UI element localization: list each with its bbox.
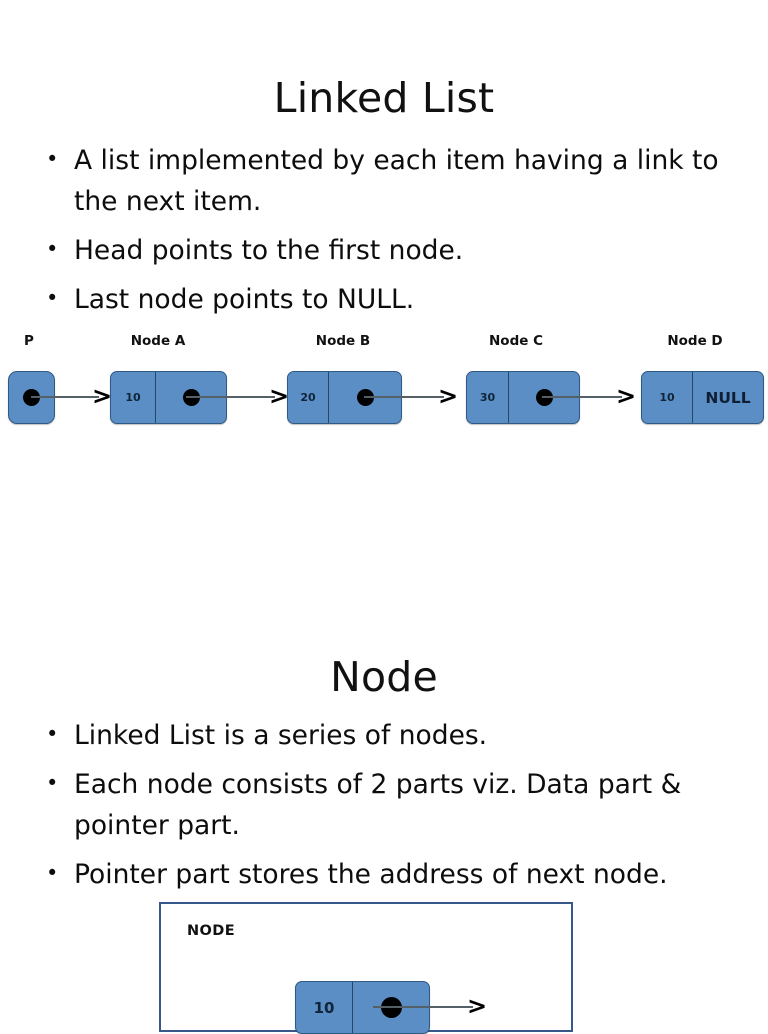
arrow-c-to-d xyxy=(542,396,622,398)
arrow-detail-next xyxy=(373,1006,473,1008)
diagram-label-p: P xyxy=(24,333,34,349)
list-item: Linked List is a series of nodes. xyxy=(38,714,738,756)
node-d-null: NULL xyxy=(705,388,751,407)
list-item: Last node points to NULL. xyxy=(38,278,738,320)
diagram-label-node-d: Node D xyxy=(667,333,723,349)
diagram-label-node-b: Node B xyxy=(315,333,371,349)
node-detail-frame: NODE 10 > xyxy=(159,902,573,1034)
slide-linked-list: Linked List A list implemented by each i… xyxy=(0,0,768,600)
node-d-data: 10 xyxy=(642,372,693,423)
page-title: Linked List xyxy=(273,74,495,123)
linked-list-diagram: P Node A Node B Node C Node D > 10 > 20 xyxy=(0,330,768,440)
arrow-p-to-a xyxy=(31,396,99,398)
node-box-b: 20 xyxy=(287,371,402,424)
slide-node: Node Linked List is a series of nodes. E… xyxy=(0,600,768,1024)
list-item: Pointer part stores the address of next … xyxy=(38,853,738,895)
page-title-node: Node xyxy=(330,653,438,702)
node-box-d: 10 NULL xyxy=(641,371,764,424)
bullet-list-linked-list: A list implemented by each item having a… xyxy=(38,139,738,328)
node-b-data: 20 xyxy=(288,372,329,423)
list-item: A list implemented by each item having a… xyxy=(38,139,738,222)
node-c-data: 30 xyxy=(467,372,509,423)
node-detail-data: 10 xyxy=(296,982,353,1033)
arrow-b-to-c xyxy=(364,396,444,398)
diagram-label-node-a: Node A xyxy=(130,333,186,349)
diagram-label-node-c: Node C xyxy=(489,333,543,349)
list-item: Each node consists of 2 parts viz. Data … xyxy=(38,763,738,846)
node-frame-caption: NODE xyxy=(187,923,236,939)
arrow-a-to-b xyxy=(186,396,275,398)
node-a-data: 10 xyxy=(111,372,156,423)
bullet-list-node: Linked List is a series of nodes. Each n… xyxy=(38,714,738,903)
list-item: Head points to the first node. xyxy=(38,229,738,271)
